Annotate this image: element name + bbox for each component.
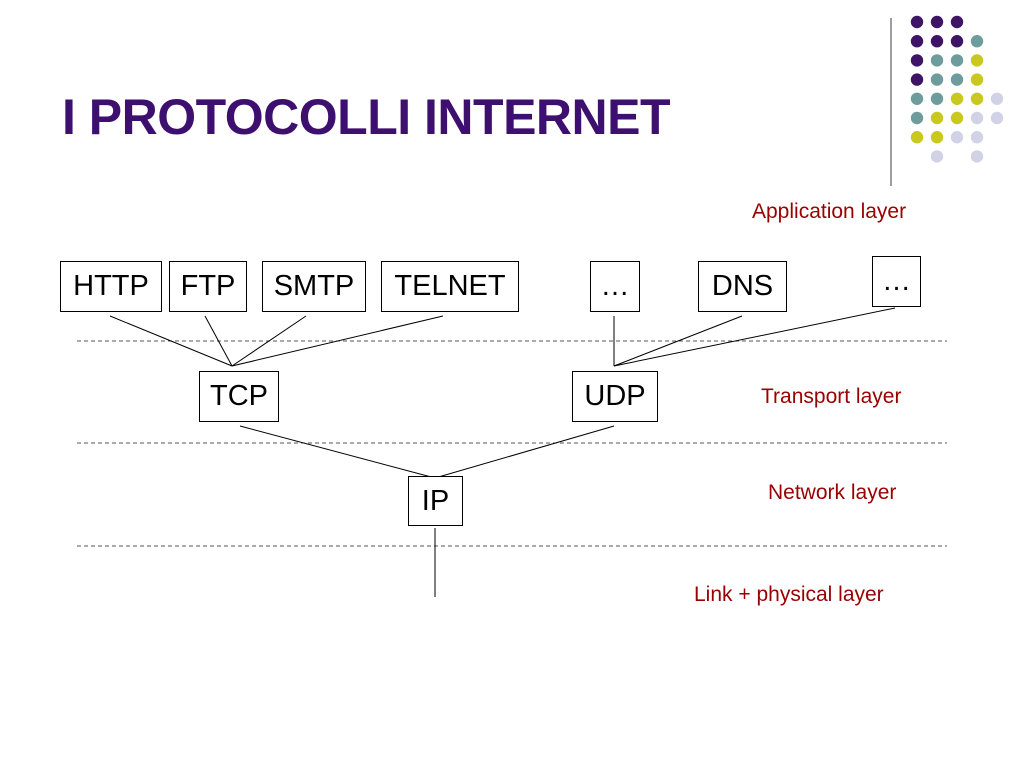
decorative-dot xyxy=(910,54,924,67)
udp-box: UDP xyxy=(572,371,658,422)
decorative-dot xyxy=(970,92,984,106)
application-ellipsis-box-2: … xyxy=(872,256,921,307)
decorative-dot xyxy=(930,54,944,67)
decorative-dot xyxy=(950,92,964,106)
decorative-dot xyxy=(910,73,924,86)
network-layer-label: Network layer xyxy=(768,481,897,504)
decorative-dot xyxy=(930,111,944,125)
connector-dns-udp xyxy=(613,315,743,367)
connector-tcp-ip xyxy=(239,425,436,479)
decorative-dot xyxy=(910,131,924,144)
ip-box: IP xyxy=(408,476,463,526)
decorative-dot xyxy=(970,54,984,67)
decorative-dot xyxy=(930,15,944,29)
http-box: HTTP xyxy=(60,261,162,312)
connector-telnet-tcp xyxy=(231,315,444,367)
connector-http-tcp xyxy=(109,315,233,367)
decorative-dot xyxy=(930,131,944,144)
smtp-box: SMTP xyxy=(262,261,366,312)
decorative-dot xyxy=(970,111,984,125)
decorative-dot xyxy=(970,131,984,144)
ftp-box: FTP xyxy=(169,261,247,312)
decorative-dot xyxy=(970,35,984,48)
decorative-dot xyxy=(930,73,944,86)
tcp-box: TCP xyxy=(199,371,279,422)
decorative-dot xyxy=(930,92,944,106)
application-ellipsis-box: … xyxy=(590,261,640,312)
dot-grid xyxy=(910,15,1004,163)
decorative-dot xyxy=(910,15,924,29)
decorative-dot xyxy=(970,150,984,163)
link-physical-layer-label: Link + physical layer xyxy=(694,583,884,606)
telnet-box: TELNET xyxy=(381,261,519,312)
decorative-dot xyxy=(950,35,964,48)
decorative-dot xyxy=(970,73,984,86)
decorative-dot xyxy=(950,111,964,125)
connector-ellipsis2-udp xyxy=(613,307,896,367)
decorative-dot xyxy=(990,111,1004,125)
page-title: I PROTOCOLLI INTERNET xyxy=(62,89,671,145)
decorative-dot xyxy=(910,92,924,106)
transport-layer-label: Transport layer xyxy=(761,385,902,408)
decorative-dot xyxy=(910,111,924,125)
application-layer-label: Application layer xyxy=(752,200,907,223)
decorative-dot xyxy=(950,54,964,67)
connector-smtp-tcp xyxy=(231,315,307,367)
connector-ftp-tcp xyxy=(204,315,233,367)
connector-udp-ip xyxy=(434,425,615,479)
decorative-dot xyxy=(930,35,944,48)
decorative-dot xyxy=(990,92,1004,106)
decorative-dot xyxy=(930,150,944,163)
decorative-dot xyxy=(910,35,924,48)
decorative-dot xyxy=(950,15,964,29)
decorative-dot xyxy=(950,131,964,144)
dns-box: DNS xyxy=(698,261,787,312)
decorative-dot xyxy=(950,73,964,86)
